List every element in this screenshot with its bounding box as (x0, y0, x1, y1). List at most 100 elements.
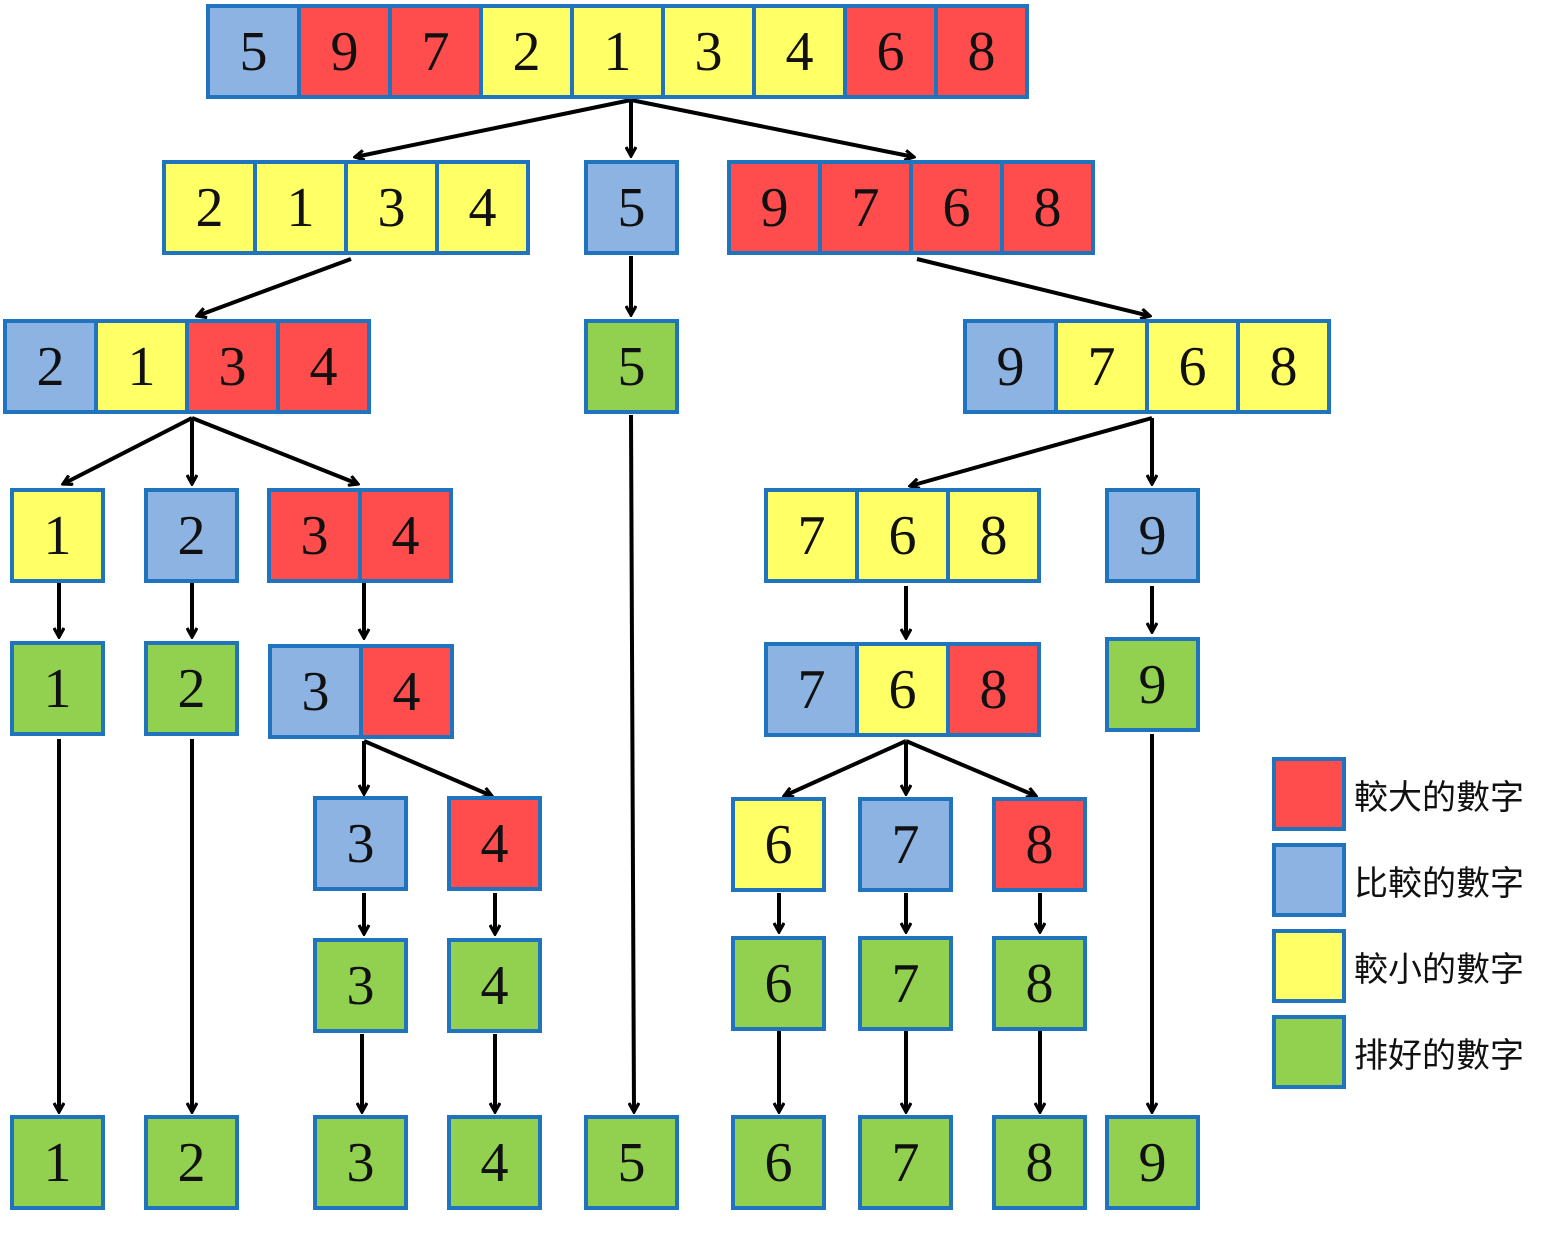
number-cell-larger: 3 (185, 319, 280, 414)
number-cell-larger: 4 (276, 319, 371, 414)
number-cell-larger: 8 (946, 642, 1041, 737)
number-group-f9: 9 (1105, 1115, 1200, 1210)
number-cell-smaller: 2 (479, 4, 574, 99)
number-cell-larger: 8 (1000, 160, 1095, 255)
number-cell-pivot: 2 (144, 488, 239, 583)
number-group-r5a: 3 (313, 796, 408, 891)
legend-swatch-pivot (1272, 843, 1346, 917)
number-cell-smaller: 1 (570, 4, 665, 99)
number-group-r4e: 9 (1105, 637, 1200, 732)
number-cell-larger: 7 (818, 160, 913, 255)
legend-label-sorted: 排好的數字 (1354, 1035, 1524, 1076)
number-group-f4: 4 (447, 1115, 542, 1210)
number-cell-smaller: 3 (344, 160, 439, 255)
number-cell-sorted: 6 (731, 1115, 826, 1210)
number-group-r6e: 8 (992, 936, 1087, 1031)
legend-label-pivot: 比較的數字 (1354, 863, 1524, 904)
flow-arrow (191, 416, 358, 484)
number-cell-sorted: 8 (992, 1115, 1087, 1210)
number-group-r6d: 7 (858, 936, 953, 1031)
number-cell-sorted: 5 (584, 319, 679, 414)
number-cell-sorted: 8 (992, 936, 1087, 1031)
number-cell-larger: 4 (358, 488, 453, 583)
number-cell-larger: 9 (727, 160, 822, 255)
number-cell-larger: 4 (447, 796, 542, 891)
number-cell-larger: 3 (267, 488, 362, 583)
number-cell-smaller: 1 (253, 160, 348, 255)
number-cell-larger: 9 (297, 4, 392, 99)
legend: 較大的數字 比較的數字 較小的數字 排好的數字 (1272, 757, 1524, 1108)
number-group-f8: 8 (992, 1115, 1087, 1210)
number-group-r6a: 3 (313, 938, 408, 1033)
number-cell-larger: 6 (843, 4, 938, 99)
number-cell-larger: 8 (992, 797, 1087, 892)
flow-arrow (905, 739, 1036, 796)
number-cell-pivot: 5 (206, 4, 301, 99)
legend-swatch-larger (1272, 757, 1346, 831)
number-group-r5d: 7 (858, 797, 953, 892)
legend-item-larger: 較大的數字 (1272, 757, 1524, 831)
number-cell-sorted: 1 (10, 641, 105, 736)
number-group-r1b: 5 (584, 160, 679, 255)
number-cell-sorted: 2 (144, 1115, 239, 1210)
number-cell-sorted: 2 (144, 641, 239, 736)
flow-arrow (784, 739, 907, 796)
number-cell-sorted: 3 (313, 1115, 408, 1210)
number-cell-larger: 4 (359, 644, 454, 739)
number-group-f6: 6 (731, 1115, 826, 1210)
number-cell-smaller: 4 (752, 4, 847, 99)
flow-arrow (630, 98, 914, 157)
number-group-f7: 7 (858, 1115, 953, 1210)
number-cell-smaller: 4 (435, 160, 530, 255)
number-cell-smaller: 2 (162, 160, 257, 255)
number-cell-smaller: 1 (10, 488, 105, 583)
legend-swatch-smaller (1272, 929, 1346, 1003)
number-cell-sorted: 4 (447, 1115, 542, 1210)
number-cell-larger: 7 (388, 4, 483, 99)
number-group-f2: 2 (144, 1115, 239, 1210)
number-cell-smaller: 8 (1236, 319, 1331, 414)
number-cell-sorted: 1 (10, 1115, 105, 1210)
number-group-r3b: 2 (144, 488, 239, 583)
flow-arrow (355, 98, 632, 157)
number-cell-smaller: 6 (855, 642, 950, 737)
number-group-r6b: 4 (447, 938, 542, 1033)
number-cell-sorted: 6 (731, 936, 826, 1031)
number-group-f5: 5 (584, 1115, 679, 1210)
number-group-r5e: 8 (992, 797, 1087, 892)
flow-arrow (916, 257, 1150, 316)
number-cell-pivot: 2 (3, 319, 98, 414)
number-cell-pivot: 3 (268, 644, 363, 739)
flow-arrow (63, 416, 193, 484)
number-group-r3e: 9 (1105, 488, 1200, 583)
number-cell-sorted: 9 (1105, 1115, 1200, 1210)
legend-item-pivot: 比較的數字 (1272, 843, 1524, 917)
number-cell-smaller: 6 (1145, 319, 1240, 414)
number-cell-smaller: 3 (661, 4, 756, 99)
number-group-r5b: 4 (447, 796, 542, 891)
legend-label-larger: 較大的數字 (1354, 777, 1524, 818)
number-group-r5c: 6 (731, 797, 826, 892)
number-cell-larger: 8 (934, 4, 1029, 99)
number-cell-smaller: 7 (764, 488, 859, 583)
legend-swatch-sorted (1272, 1015, 1346, 1089)
number-cell-pivot: 7 (858, 797, 953, 892)
number-cell-sorted: 7 (858, 936, 953, 1031)
legend-label-smaller: 較小的數字 (1354, 949, 1524, 990)
number-group-r4a: 1 (10, 641, 105, 736)
number-cell-pivot: 9 (963, 319, 1058, 414)
number-cell-smaller: 1 (94, 319, 189, 414)
legend-item-sorted: 排好的數字 (1272, 1015, 1524, 1089)
number-group-r4b: 2 (144, 641, 239, 736)
number-cell-sorted: 3 (313, 938, 408, 1033)
